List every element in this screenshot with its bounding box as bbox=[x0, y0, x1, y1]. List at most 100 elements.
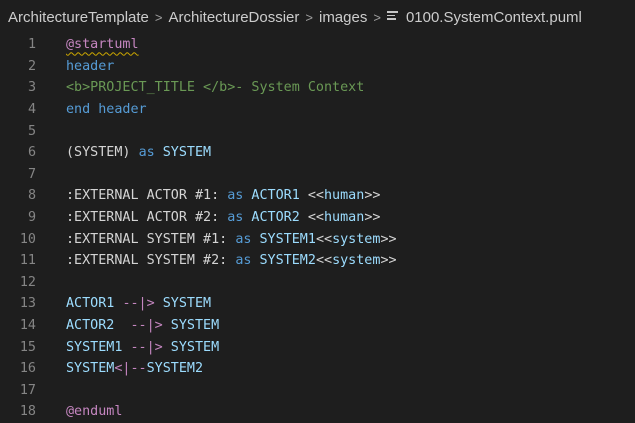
code-token: ACTOR1 bbox=[66, 296, 123, 312]
line-number: 4 bbox=[27, 102, 36, 118]
code-line[interactable]: 9 :EXTERNAL ACTOR #2: as ACTOR2 <<human>> bbox=[0, 207, 635, 229]
line-number: 1 bbox=[27, 37, 36, 53]
code-token: <b>PROJECT_TITLE </b>- System Context bbox=[66, 80, 365, 96]
chevron-right-icon: > bbox=[373, 9, 381, 25]
line-number: 2 bbox=[27, 58, 36, 74]
code-token: system bbox=[332, 253, 381, 269]
chevron-right-icon: > bbox=[305, 9, 313, 25]
code-token: :EXTERNAL ACTOR #2: bbox=[66, 210, 228, 226]
line-number: 15 bbox=[19, 339, 36, 355]
code-line[interactable]: 6 (SYSTEM) as SYSTEM bbox=[0, 142, 635, 164]
breadcrumb-item-architecture-template[interactable]: ArchitectureTemplate bbox=[8, 8, 149, 26]
code-text: ACTOR1 --|> SYSTEM bbox=[66, 296, 211, 311]
code-line[interactable]: 1 @startuml bbox=[0, 34, 635, 56]
code-text: SYSTEM1 --|> SYSTEM bbox=[66, 340, 219, 355]
code-text: SYSTEM<|--SYSTEM2 bbox=[66, 361, 203, 376]
code-editor[interactable]: 1 @startuml 2 header 3 <b>PROJECT_TITLE </b>-… bbox=[0, 34, 635, 423]
file-lines-icon bbox=[386, 11, 398, 21]
code-token: SYSTEM1 bbox=[251, 231, 316, 247]
code-token: SYSTEM bbox=[66, 361, 115, 377]
code-token: ACTOR2 bbox=[243, 210, 308, 226]
code-token: as bbox=[227, 210, 244, 226]
code-line[interactable]: 17 bbox=[0, 380, 635, 402]
code-token: as bbox=[235, 231, 252, 247]
code-token: ACTOR2 bbox=[66, 318, 131, 334]
code-token: @enduml bbox=[66, 404, 123, 420]
code-token: << bbox=[315, 253, 333, 269]
code-text: (SYSTEM) as SYSTEM bbox=[66, 145, 211, 160]
code-line[interactable]: 3 <b>PROJECT_TITLE </b>- System Context bbox=[0, 77, 635, 99]
code-token: as bbox=[235, 253, 252, 269]
code-token: >> bbox=[364, 188, 381, 204]
code-token: ACTOR1 bbox=[243, 188, 308, 204]
code-text: :EXTERNAL ACTOR #1: as ACTOR1 <<human>> bbox=[66, 188, 380, 203]
code-line[interactable]: 5 bbox=[0, 120, 635, 142]
line-number: 17 bbox=[19, 382, 36, 398]
code-line[interactable]: 15 SYSTEM1 --|> SYSTEM bbox=[0, 336, 635, 358]
code-text: end header bbox=[66, 102, 147, 117]
code-token: >> bbox=[364, 210, 381, 226]
line-number: 5 bbox=[27, 123, 36, 139]
line-number: 13 bbox=[19, 296, 36, 312]
line-number: 11 bbox=[19, 253, 36, 269]
line-number: 12 bbox=[19, 274, 36, 290]
code-line[interactable]: 2 header bbox=[0, 56, 635, 78]
code-token: as bbox=[138, 145, 155, 161]
line-number: 18 bbox=[19, 404, 36, 420]
code-line[interactable]: 12 bbox=[0, 272, 635, 294]
code-token: human bbox=[324, 188, 365, 204]
code-token: SYSTEM2 bbox=[251, 253, 316, 269]
code-token: SYSTEM2 bbox=[146, 361, 204, 377]
line-number: 6 bbox=[27, 145, 36, 161]
code-line[interactable]: 11 :EXTERNAL SYSTEM #2: as SYSTEM2<<syste… bbox=[0, 250, 635, 272]
code-token: end header bbox=[66, 102, 147, 118]
code-token: header bbox=[66, 58, 115, 74]
code-text: :EXTERNAL ACTOR #2: as ACTOR2 <<human>> bbox=[66, 210, 380, 225]
code-line[interactable]: 10 :EXTERNAL SYSTEM #1: as SYSTEM1<<syste… bbox=[0, 228, 635, 250]
code-token: SYSTEM1 bbox=[66, 339, 131, 355]
code-token: @startuml bbox=[66, 37, 139, 53]
code-text: header bbox=[66, 59, 114, 74]
code-line[interactable]: 14 ACTOR2 --|> SYSTEM bbox=[0, 315, 635, 337]
line-number: 16 bbox=[19, 361, 36, 377]
breadcrumb: ArchitectureTemplate > ArchitectureDossi… bbox=[0, 0, 635, 34]
breadcrumb-item-file[interactable]: 0100.SystemContext.puml bbox=[405, 8, 582, 26]
code-line[interactable]: 4 end header bbox=[0, 99, 635, 121]
line-number: 14 bbox=[19, 318, 36, 334]
line-number: 9 bbox=[27, 210, 36, 226]
code-line[interactable]: 18 @enduml bbox=[0, 401, 635, 423]
code-line[interactable]: 13 ACTOR1 --|> SYSTEM bbox=[0, 293, 635, 315]
line-number: 7 bbox=[27, 166, 36, 182]
code-text: ACTOR2 --|> SYSTEM bbox=[66, 318, 219, 333]
code-token: << bbox=[307, 210, 324, 226]
code-token: <|-- bbox=[114, 361, 147, 377]
code-line[interactable]: 7 bbox=[0, 164, 635, 186]
code-token: human bbox=[324, 210, 365, 226]
code-token: << bbox=[315, 231, 333, 247]
code-text: :EXTERNAL SYSTEM #1: as SYSTEM1<<system>… bbox=[66, 232, 397, 247]
code-text: @enduml bbox=[66, 404, 122, 419]
code-text: @startuml bbox=[66, 37, 139, 52]
code-token: :EXTERNAL SYSTEM #1: bbox=[66, 231, 236, 247]
line-number: 10 bbox=[19, 231, 36, 247]
code-line[interactable]: 8 :EXTERNAL ACTOR #1: as ACTOR1 <<human>> bbox=[0, 185, 635, 207]
chevron-right-icon: > bbox=[154, 9, 163, 25]
code-token: as bbox=[227, 188, 244, 204]
code-token: system bbox=[332, 231, 381, 247]
code-token: SYSTEM bbox=[154, 296, 212, 312]
code-token: --|> bbox=[130, 318, 163, 334]
code-token: << bbox=[307, 188, 324, 204]
code-token: :EXTERNAL ACTOR #1: bbox=[66, 188, 228, 204]
line-number: 8 bbox=[27, 188, 36, 204]
code-token: :EXTERNAL SYSTEM #2: bbox=[66, 253, 236, 269]
code-token: (SYSTEM) bbox=[66, 145, 139, 161]
code-token: >> bbox=[380, 231, 397, 247]
code-text: :EXTERNAL SYSTEM #2: as SYSTEM2<<system>… bbox=[66, 253, 397, 268]
code-line[interactable]: 16 SYSTEM<|--SYSTEM2 bbox=[0, 358, 635, 380]
code-text: <b>PROJECT_TITLE </b>- System Context bbox=[66, 80, 364, 95]
breadcrumb-item-images[interactable]: images bbox=[318, 8, 368, 26]
breadcrumb-item-architecture-dossier[interactable]: ArchitectureDossier bbox=[168, 8, 300, 26]
code-token: SYSTEM bbox=[162, 339, 220, 355]
line-number: 3 bbox=[27, 80, 36, 96]
code-token: --|> bbox=[130, 339, 163, 355]
